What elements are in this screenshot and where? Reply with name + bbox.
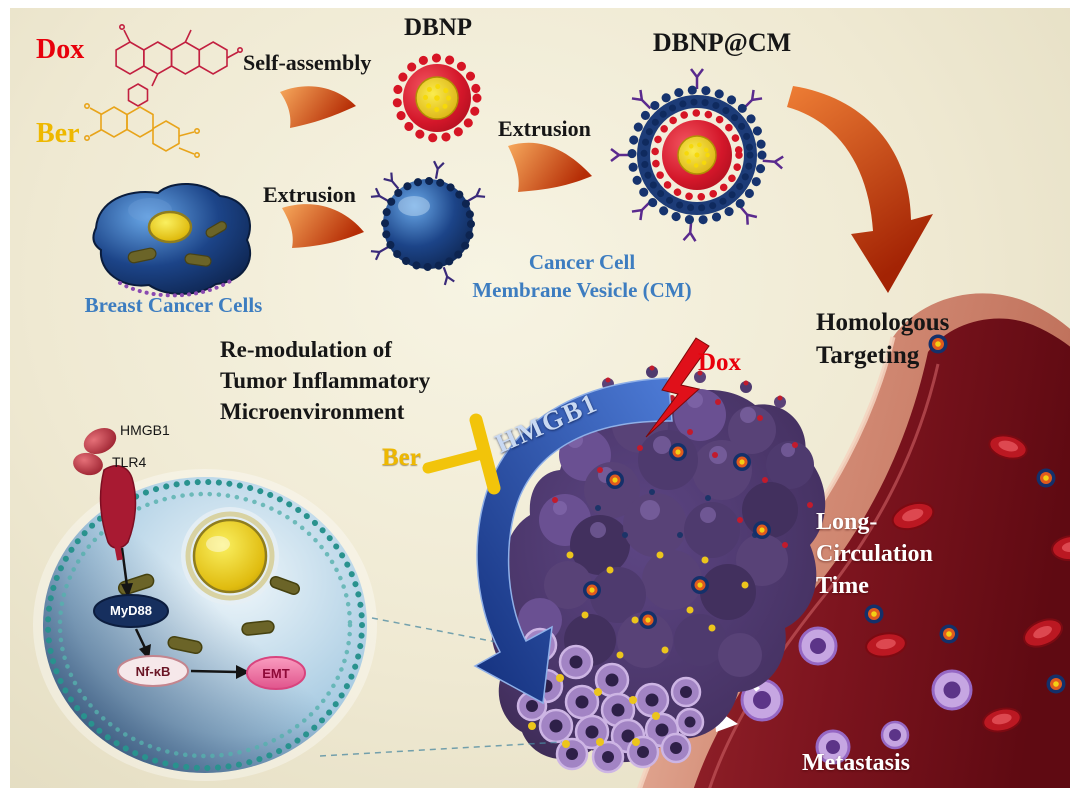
- dbnp-particle: [392, 53, 482, 143]
- extrusion-mid-label: Extrusion: [498, 116, 591, 141]
- hmgb1-protein: [73, 427, 117, 476]
- breast-cancer-cells-label: Breast Cancer Cells: [84, 293, 263, 317]
- dox-structure: [115, 23, 244, 107]
- ber-structure: [84, 103, 201, 159]
- tumor-microvesicles: [602, 365, 786, 408]
- emt-node: [246, 656, 306, 690]
- remodulation-line3: Microenvironment: [220, 399, 405, 424]
- tumor-margin-yellow-dots: [528, 674, 660, 748]
- self-assembly-arrow-icon: [280, 86, 356, 128]
- cell-membrane-dots-inner: [57, 491, 353, 759]
- remodulation-line1: Re-modulation of: [220, 337, 392, 362]
- long-line1: Long-: [816, 509, 878, 535]
- breast-cancer-cell: [92, 182, 252, 298]
- emt-label: EMT: [262, 666, 290, 681]
- cm-vesicle: [370, 160, 486, 286]
- extrusion-arrow-mid-icon: [508, 142, 592, 192]
- circulating-nanoparticles: [864, 334, 1066, 694]
- hmgb1-pathway-arrow-icon: [473, 377, 673, 705]
- homologous-line2: Targeting: [816, 342, 920, 369]
- long-line2: Circulation: [816, 541, 933, 567]
- frame-right: [1070, 0, 1080, 800]
- extrusion-cell-label: Extrusion: [263, 182, 356, 207]
- cm-label-line1: Cancer Cell: [528, 250, 636, 274]
- dox-lightning-icon: [645, 337, 710, 438]
- tumor-nanoparticles: [583, 443, 771, 629]
- tlr4-stem: [114, 543, 123, 561]
- signaling-cell: [33, 427, 377, 781]
- tumor-mass: [491, 365, 826, 774]
- tlr4-label: TLR4: [112, 454, 147, 470]
- dbnp-label: DBNP: [403, 14, 473, 41]
- ber-drug-label: Ber: [36, 118, 80, 149]
- hmgb1-receptor-label: HMGB1: [120, 422, 170, 438]
- signaling-arrows: [120, 547, 250, 679]
- frame-top: [0, 0, 1080, 8]
- cm-vesicle-label: Cancer Cell Membrane Vesicle (CM): [462, 248, 702, 304]
- metastasis-label: Metastasis: [802, 750, 910, 776]
- frame-left: [0, 0, 10, 800]
- dbnp-cm-label: DBNP@CM: [652, 28, 792, 57]
- remodulation-label: Re-modulation of Tumor Inflammatory Micr…: [220, 334, 430, 427]
- ber-inhibition-icon: [422, 413, 501, 495]
- homologous-line1: Homologous: [816, 309, 950, 336]
- long-circulation-label: Long- Circulation Time: [816, 506, 933, 602]
- cm-label-line2: Membrane Vesicle (CM): [472, 278, 692, 302]
- remodulation-line2: Tumor Inflammatory: [220, 368, 431, 393]
- tlr4-receptor: [99, 465, 137, 549]
- ber-inhibitor-label: Ber: [382, 444, 421, 471]
- frame-bottom: [0, 788, 1080, 800]
- nfkb-label: Nf-κB: [135, 664, 171, 679]
- vessel-endothelium-line: [704, 363, 940, 800]
- dox-drug-label: Dox: [36, 34, 85, 65]
- mitochondria: [117, 573, 301, 655]
- homologous-targeting-label: Homologous Targeting: [816, 306, 949, 372]
- nfkb-node: [117, 655, 189, 687]
- long-line3: Time: [816, 573, 869, 599]
- vessel-lumen: [690, 318, 1080, 800]
- dbnp-cm-particle: [610, 68, 784, 242]
- cell-membrane-dots-outer: [45, 479, 365, 771]
- extrusion-arrow-cell-icon: [282, 204, 364, 248]
- self-assembly-label: Self-assembly: [243, 50, 372, 75]
- magnification-lines: [319, 617, 563, 757]
- tumor-yellow-speckles: [541, 551, 749, 659]
- homologous-targeting-arrow-icon: [787, 86, 933, 293]
- myd88-label: MyD88: [110, 603, 152, 618]
- myd88-node: [93, 594, 169, 628]
- red-blood-cells: [865, 434, 1080, 733]
- cell-nucleus: [181, 507, 279, 605]
- dox-release-label: Dox: [698, 349, 742, 376]
